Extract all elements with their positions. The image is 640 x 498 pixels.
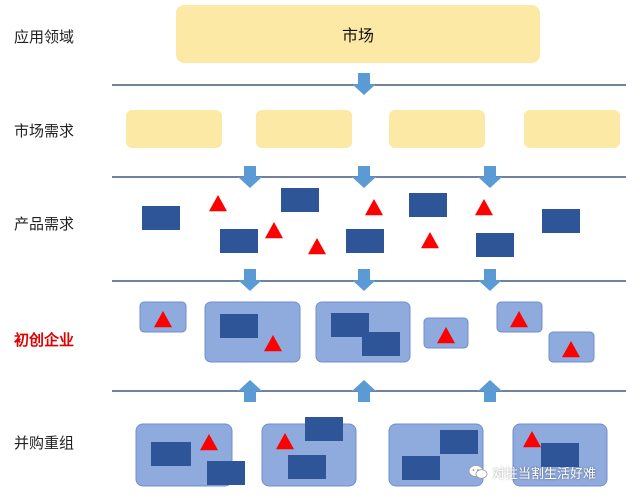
mna-rect xyxy=(288,455,326,479)
wechat-icon xyxy=(468,465,488,479)
arrow-up xyxy=(238,380,262,402)
market-demand-box xyxy=(389,110,485,148)
mna-triangle xyxy=(276,433,294,450)
mna-triangle xyxy=(523,431,541,448)
watermark: 对拄当割生活好难 xyxy=(468,462,596,482)
product-triangle xyxy=(265,222,283,239)
arrow-down xyxy=(478,166,502,188)
startup-triangle xyxy=(510,311,528,328)
market-box: 市场 xyxy=(176,5,540,63)
product-rect xyxy=(220,229,258,253)
mna-rect xyxy=(305,417,343,441)
arrow-down xyxy=(478,269,502,291)
startup-triangle xyxy=(264,335,282,352)
arrow-down xyxy=(352,269,376,291)
product-rect xyxy=(476,233,514,257)
product-triangle xyxy=(209,195,227,212)
startup-rect xyxy=(220,314,258,338)
label-startups: 初创企业 xyxy=(14,331,75,349)
label-mna: 并购重组 xyxy=(14,434,75,452)
product-rect xyxy=(409,193,447,217)
product-rect xyxy=(142,206,180,230)
product-triangle xyxy=(308,238,326,255)
product-rect xyxy=(281,188,319,212)
label-product-demand: 产品需求 xyxy=(14,215,75,233)
arrow-down xyxy=(352,166,376,188)
arrow-down xyxy=(238,166,262,188)
market-box-label: 市场 xyxy=(341,26,374,45)
startup-triangle xyxy=(562,341,580,358)
mna-rect xyxy=(207,461,245,485)
product-triangle xyxy=(421,232,439,249)
mna-rect xyxy=(402,456,440,480)
startup-rect xyxy=(362,332,400,356)
product-triangle xyxy=(365,199,383,216)
market-demand-box xyxy=(524,110,620,148)
market-demand-box xyxy=(126,110,222,148)
product-triangle xyxy=(475,199,493,216)
product-rect xyxy=(346,229,384,253)
arrow-up xyxy=(352,380,376,402)
mna-rect xyxy=(440,430,478,454)
label-market-demand: 市场需求 xyxy=(14,122,75,140)
product-rect xyxy=(542,209,580,233)
arrow-down xyxy=(238,269,262,291)
mna-triangle xyxy=(200,434,218,451)
label-application: 应用领域 xyxy=(14,28,75,46)
mna-rect xyxy=(541,443,579,467)
arrow-up xyxy=(478,380,502,402)
startup-triangle xyxy=(437,327,455,344)
arrow-down xyxy=(352,73,376,95)
startup-triangle xyxy=(154,311,172,328)
mna-rect xyxy=(151,442,191,466)
watermark-text: 对拄当割生活好难 xyxy=(492,466,597,482)
market-demand-box xyxy=(256,110,352,148)
